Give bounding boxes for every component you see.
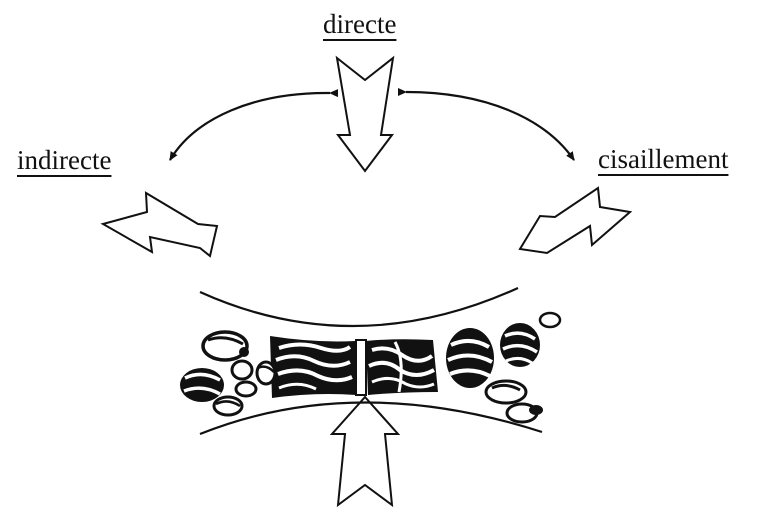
force-arrow-right xyxy=(520,188,630,253)
curved-arrow-left xyxy=(170,93,330,160)
force-arrow-top xyxy=(337,58,393,171)
label-indirecte: indirecte xyxy=(17,147,111,174)
upper-endplate xyxy=(200,288,518,326)
force-arrow-left xyxy=(103,193,217,256)
curved-arrow-right xyxy=(406,92,574,160)
label-directe: directe xyxy=(323,11,396,38)
label-cisaillement: cisaillement xyxy=(598,146,728,173)
force-arrow-bottom xyxy=(332,397,398,505)
